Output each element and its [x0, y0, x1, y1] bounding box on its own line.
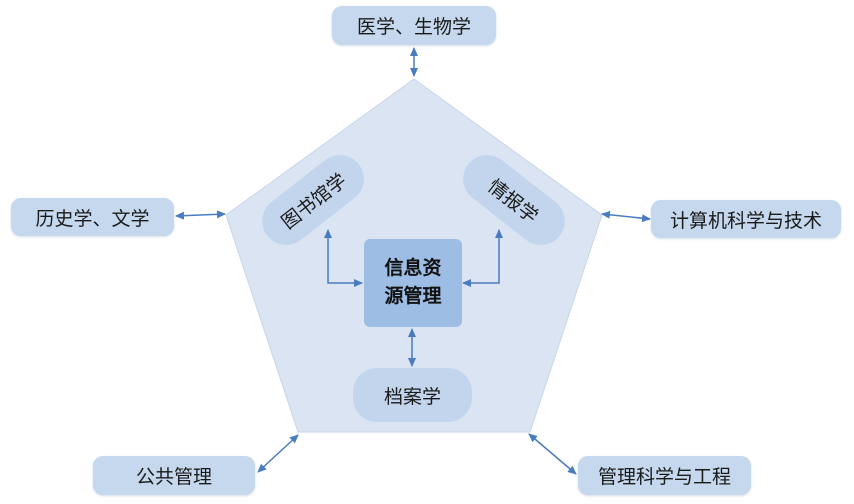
- node-public-management-label: 公共管理: [135, 466, 212, 488]
- node-public-management[interactable]: 公共管理: [93, 456, 255, 495]
- connector-history-literature: [175, 210, 226, 220]
- connector-public-management: [257, 434, 299, 473]
- node-history-literature-label: 历史学、文学: [35, 207, 150, 230]
- node-archives[interactable]: 档案学: [353, 368, 472, 422]
- connector-management-science: [528, 433, 577, 475]
- node-computer-science-label: 计算机科学与技术: [669, 209, 822, 232]
- node-medicine-biology-label: 医学、生物学: [356, 16, 471, 38]
- connector-library-center: [324, 229, 363, 287]
- node-history-literature[interactable]: 历史学、文学: [11, 198, 174, 236]
- node-center-label: 信息资源管理: [384, 257, 442, 307]
- connector-intelligence-center: [462, 229, 503, 287]
- node-management-science[interactable]: 管理科学与工程: [578, 456, 751, 495]
- node-archives-label: 档案学: [383, 385, 441, 408]
- node-medicine-biology[interactable]: 医学、生物学: [332, 6, 496, 45]
- node-management-science-label: 管理科学与工程: [597, 466, 731, 488]
- connector-computer-science: [601, 210, 651, 223]
- node-center[interactable]: 信息资源管理: [364, 239, 462, 327]
- node-computer-science[interactable]: 计算机科学与技术: [651, 200, 841, 238]
